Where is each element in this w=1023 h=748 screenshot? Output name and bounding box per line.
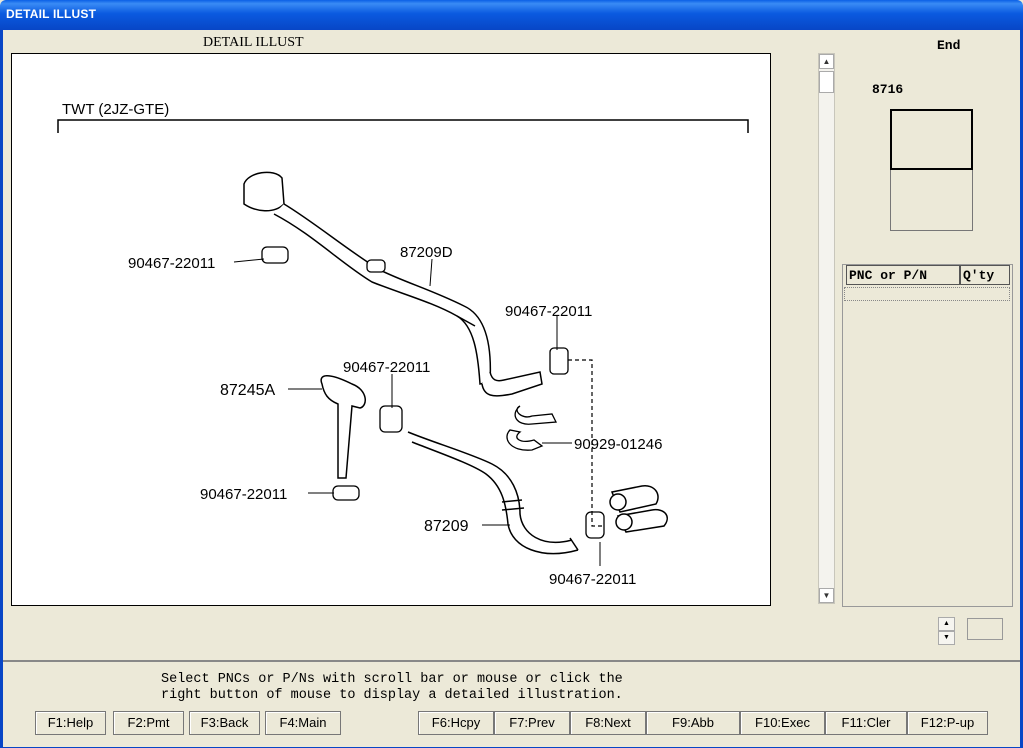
leader-lines: [233, 258, 601, 566]
illustration-canvas[interactable]: TWT (2JZ-GTE): [11, 53, 771, 606]
f8-next-button[interactable]: F8:Next: [570, 711, 646, 735]
parts-table-header: PNC or P/N Q'ty: [846, 265, 1010, 285]
f4-main-button[interactable]: F4:Main: [265, 711, 341, 735]
table-row[interactable]: [844, 287, 1010, 301]
stepper-up-icon[interactable]: ▲: [938, 617, 955, 631]
callout-hose-87209D[interactable]: 87209D: [400, 244, 453, 261]
f1-help-button[interactable]: F1:Help: [35, 711, 106, 735]
callout-clip[interactable]: 90929-01246: [574, 436, 662, 453]
f9-abb-button[interactable]: F9:Abb: [646, 711, 740, 735]
elbow-hose-87245A[interactable]: [320, 375, 366, 479]
water-outlet[interactable]: [609, 485, 668, 533]
hose-87209[interactable]: [407, 431, 579, 555]
callout-clamp[interactable]: 90467-22011: [505, 303, 592, 320]
f6-hcpy-button[interactable]: F6:Hcpy: [418, 711, 494, 735]
f10-exec-button[interactable]: F10:Exec: [740, 711, 825, 735]
callout-elbow-87245A[interactable]: 87245A: [220, 382, 275, 399]
window-title: DETAIL ILLUST: [6, 7, 97, 21]
column-pnc: PNC or P/N: [846, 265, 960, 285]
column-qty: Q'ty: [960, 265, 1010, 285]
f2-pmt-button[interactable]: F2:Pmt: [113, 711, 184, 735]
page-preview-selection[interactable]: [890, 109, 973, 170]
end-label: End: [937, 38, 961, 53]
pnc-code: 8716: [872, 82, 904, 97]
parts-table[interactable]: PNC or P/N Q'ty: [842, 264, 1013, 607]
quantity-field[interactable]: [967, 618, 1003, 640]
quantity-stepper[interactable]: ▲ ▼: [938, 617, 955, 645]
variant-bracket: [57, 119, 749, 133]
f11-cler-button[interactable]: F11:Cler: [825, 711, 907, 735]
stepper-down-icon[interactable]: ▼: [938, 631, 955, 645]
scroll-thumb[interactable]: [819, 71, 834, 93]
f7-prev-button[interactable]: F7:Prev: [494, 711, 570, 735]
page-preview[interactable]: [890, 109, 973, 231]
f3-back-button[interactable]: F3:Back: [189, 711, 260, 735]
illustration-heading: DETAIL ILLUST: [203, 35, 304, 50]
clamp-icons: [261, 246, 605, 539]
parts-table-body[interactable]: [844, 303, 1011, 605]
callout-hose-87209[interactable]: 87209: [424, 518, 469, 535]
callout-clamp[interactable]: 90467-22011: [549, 571, 636, 588]
scroll-down-arrow-icon[interactable]: ▼: [819, 588, 834, 603]
title-bar: DETAIL ILLUST: [0, 0, 1023, 30]
message-line-1: Select PNCs or P/Ns with scroll bar or m…: [161, 672, 623, 687]
variant-label: TWT (2JZ-GTE): [62, 101, 169, 118]
message-line-2: right button of mouse to display a detai…: [161, 688, 623, 703]
callout-clamp[interactable]: 90467-22011: [200, 486, 287, 503]
dashed-guide: [568, 359, 602, 527]
instruction-message: Select PNCs or P/Ns with scroll bar or m…: [161, 672, 623, 704]
f12-pup-button[interactable]: F12:P-up: [907, 711, 988, 735]
clip-90929-01246[interactable]: [506, 405, 558, 451]
illustration-scrollbar[interactable]: ▲ ▼: [818, 53, 835, 604]
callout-clamp[interactable]: 90467-22011: [128, 255, 215, 272]
hose-87209D[interactable]: [243, 171, 543, 397]
parts-diagram: TWT (2JZ-GTE): [57, 101, 749, 588]
scroll-up-arrow-icon[interactable]: ▲: [819, 54, 834, 69]
callout-clamp[interactable]: 90467-22011: [343, 359, 430, 376]
